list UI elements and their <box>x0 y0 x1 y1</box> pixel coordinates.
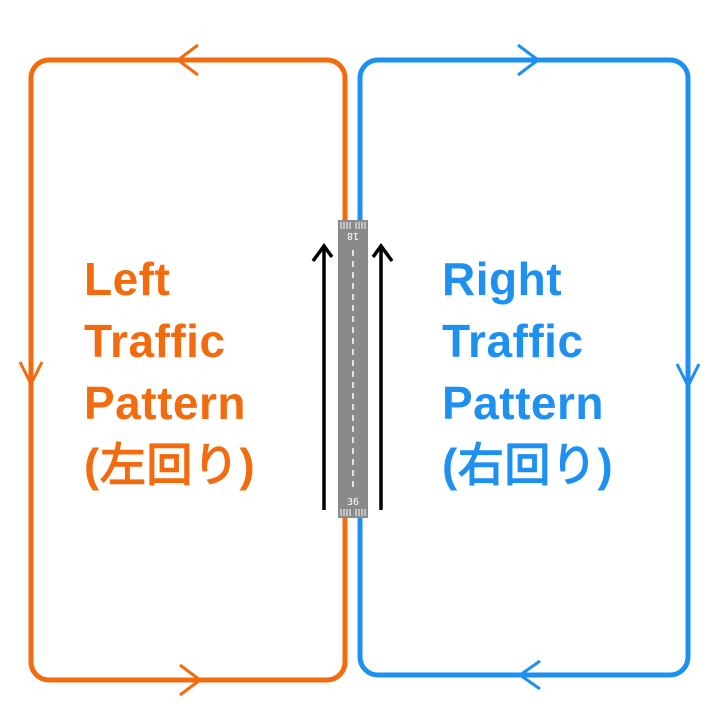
left-pattern-arrow-top <box>175 43 199 77</box>
direction-arrow-right-of-runway <box>371 243 394 510</box>
right-label-line-1: Right <box>442 253 563 305</box>
right-label-line-3: Pattern <box>442 377 604 429</box>
left-label-line-1: Left <box>84 253 171 305</box>
right-label-line-2: Traffic <box>442 315 584 367</box>
right-pattern-arrow-right <box>675 363 701 390</box>
direction-arrow-left-of-runway <box>311 243 334 510</box>
runway-threshold-bottom <box>340 509 366 516</box>
runway-number-bottom: 36 <box>347 497 359 508</box>
right-traffic-pattern-label: Right Traffic Pattern (右回り) <box>442 248 613 496</box>
left-label-line-3: Pattern <box>84 377 246 429</box>
runway-number-top: 18 <box>347 230 359 241</box>
left-pattern-arrow-left <box>18 361 44 388</box>
left-pattern-arrow-bottom <box>179 663 203 697</box>
runway-threshold-top <box>340 222 366 229</box>
left-traffic-pattern-label: Left Traffic Pattern (左回り) <box>84 248 255 496</box>
runway-surface <box>338 220 368 518</box>
right-label-line-4: (右回り) <box>442 439 614 491</box>
left-label-line-4: (左回り) <box>84 439 256 491</box>
runway: 18 36 <box>338 220 368 518</box>
right-pattern-arrow-top <box>517 43 541 77</box>
left-label-line-2: Traffic <box>84 315 226 367</box>
right-pattern-arrow-bottom <box>517 659 541 691</box>
